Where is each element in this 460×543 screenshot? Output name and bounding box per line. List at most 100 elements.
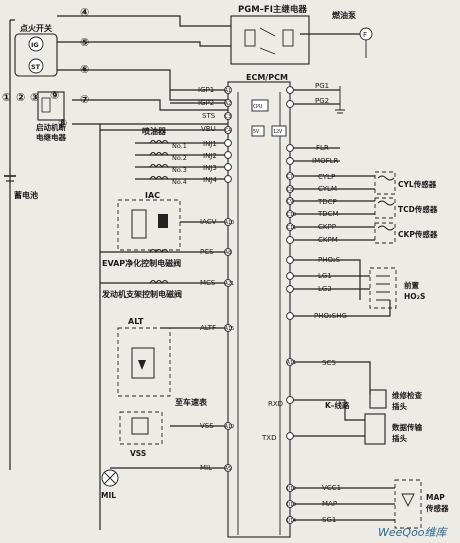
starter-relay-label-1: 启动机断 <box>36 122 66 132</box>
relay-coil-2 <box>282 29 294 47</box>
ecm-left-pins <box>224 86 232 472</box>
5v-box <box>251 125 265 137</box>
ig-label: IG <box>31 41 39 49</box>
pin-a11: A11 <box>287 360 296 366</box>
pg-ground-icon <box>335 86 345 114</box>
ecm-label: ECM/PCM <box>246 73 288 82</box>
wire-7 <box>72 99 228 111</box>
pin-d14: D14 <box>287 518 296 524</box>
map-sensor-label-2: 传感器 <box>425 503 449 513</box>
mount-coil-icon <box>149 280 169 284</box>
relay-contact-1 <box>259 27 276 37</box>
service-check-connector <box>369 389 387 409</box>
pin-a21: A21 <box>225 281 234 287</box>
service-check-label-1: 维修检查 <box>392 390 422 400</box>
pin-a10: A10 <box>225 220 234 226</box>
ig-contact-icon <box>28 36 44 52</box>
pin-a2: A2 <box>225 101 231 107</box>
battery-label: 蓄电池 <box>14 190 38 200</box>
wire-num-1: ① <box>2 91 11 104</box>
data-link-label-2: 插头 <box>392 433 407 443</box>
data-link-connector <box>364 413 386 445</box>
sig-pg1: PG1 <box>315 82 329 90</box>
sig-pg2: PG2 <box>315 97 329 105</box>
wire-num-4: ④ <box>80 6 89 19</box>
fuel-pump-label: 燃油泵 <box>332 10 356 20</box>
sig-tdcp: TDCP <box>317 198 337 206</box>
ecm-right-pins <box>286 86 294 524</box>
iac-valve <box>158 214 168 228</box>
pgm-relay-label: PGM–FI主继电器 <box>238 4 307 15</box>
sig-inj3: INJ3 <box>203 164 217 172</box>
sig-inj4: INJ4 <box>203 176 217 184</box>
pin-c7: C7 <box>287 174 293 180</box>
wire-4 <box>57 15 231 27</box>
tcd-sensor-group <box>374 197 396 219</box>
12v-label: 12V <box>273 129 282 135</box>
ckp-sensor-label: CKP传感器 <box>398 229 438 239</box>
mil-lamp-cross <box>103 471 117 485</box>
pin-d13: D13 <box>287 502 296 508</box>
pin-a5: A5 <box>225 466 231 472</box>
alt-box <box>117 327 171 397</box>
mil-label: MIL <box>101 491 116 500</box>
sig-sts: STS <box>202 112 216 120</box>
ho2s-box <box>369 267 397 309</box>
wire-num-3: ③ <box>30 91 39 104</box>
alt-label: ALT <box>128 317 144 326</box>
wire-5 <box>57 41 231 47</box>
ckp-sensor-group <box>374 222 396 244</box>
sig-rxd: RXD <box>268 400 283 408</box>
pin-c10: C10 <box>287 212 296 218</box>
sig-cylp: CYLP <box>318 173 335 181</box>
fuel-pump-icon-letter: F <box>363 31 367 39</box>
sig-txd: TXD <box>261 434 276 442</box>
starter-relay-label-2: 电继电器 <box>36 132 66 142</box>
cpu-box <box>251 99 269 112</box>
injector-coils <box>149 140 169 180</box>
pin-c4: C4 <box>225 128 231 134</box>
iac-label: IAC <box>145 191 160 200</box>
vss-sensor-icon <box>131 417 149 435</box>
pin-c3: C3 <box>225 114 231 120</box>
starter-relay-coil <box>41 97 51 113</box>
service-check-label-2: 插头 <box>392 401 407 411</box>
engine-mount-label: 发动机支架控制电磁阀 <box>101 289 182 299</box>
12v-box <box>271 125 287 137</box>
pin-c11: C11 <box>287 225 296 231</box>
k-line-label: K–线路 <box>325 400 350 410</box>
wire-num-2: ② <box>16 91 25 104</box>
vss-box <box>119 411 163 445</box>
injector-2: No.2 <box>172 154 187 162</box>
pin-a19: A19 <box>225 424 234 430</box>
evap-label: EVAP净化控制电磁阀 <box>102 258 181 268</box>
pin-a8: A8 <box>225 250 231 256</box>
sig-inj1: INJ1 <box>203 140 217 148</box>
pin-a15: A15 <box>225 326 234 332</box>
wire-6 <box>57 69 228 101</box>
alt-regulator <box>131 347 155 379</box>
alt-diode-icon <box>138 360 146 370</box>
ignition-switch-label: 点火开关 <box>20 23 52 33</box>
pin-d12: D12 <box>287 486 296 492</box>
cyl-sensor-label: CYL传感器 <box>398 179 437 189</box>
map-sensor-label-1: MAP <box>426 493 445 502</box>
st-label: ST <box>31 63 41 71</box>
iac-coil <box>131 209 147 239</box>
ho2s-heater-icon <box>376 275 390 301</box>
injector-4: No.4 <box>172 178 187 186</box>
ecm-block <box>227 81 291 538</box>
vss-label: VSS <box>130 449 146 458</box>
iac-box <box>117 199 181 251</box>
tcd-sensor-label: TCD传感器 <box>398 204 438 214</box>
evap-coil-icon <box>149 249 169 253</box>
map-sensor-box <box>394 479 422 529</box>
ho2s-label-1: 前置 <box>404 280 419 290</box>
cpu-label: CPU <box>253 104 262 110</box>
pgm-relay-box <box>230 15 310 65</box>
injector-label: 喷油器 <box>142 126 167 136</box>
wire-num-9: ⑨ <box>50 89 59 102</box>
relay-contact-2 <box>259 47 276 55</box>
